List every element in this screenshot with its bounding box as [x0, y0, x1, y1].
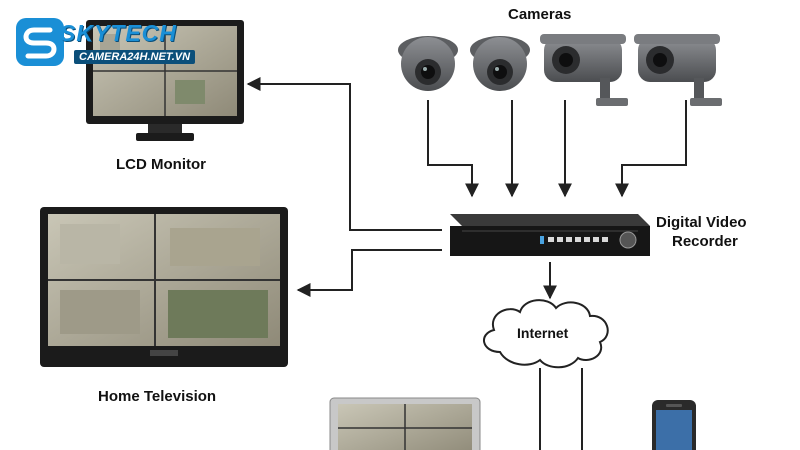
cloud-icon [483, 299, 609, 369]
arrow-camera1-to-dvr [427, 100, 479, 198]
arrow-dvr-to-tv [296, 249, 442, 297]
bullet-camera-icon [540, 34, 628, 106]
lcd-monitor-icon [86, 20, 244, 141]
smartphone-icon [652, 400, 696, 450]
brand-name: SKYTECH [60, 20, 177, 46]
brand-logo: SKYTECH CAMERA24H.NET.VN [14, 16, 196, 72]
television-icon [40, 207, 288, 367]
cameras-label: Cameras [508, 6, 572, 23]
logo-mark-icon [16, 18, 64, 66]
dome-camera-icon [470, 36, 530, 91]
arrow-camera4-to-dvr [615, 100, 687, 198]
dome-camera-icon [398, 36, 458, 91]
laptop-icon [329, 397, 481, 450]
brand-url: CAMERA24H.NET.VN [74, 50, 196, 64]
dvr-label-line2: Recorder [672, 233, 738, 250]
dvr-icon [450, 214, 650, 256]
bullet-camera-icon [634, 34, 722, 106]
arrow-dvr-to-monitor [246, 77, 442, 231]
connections [246, 77, 687, 450]
lcd-monitor-label: LCD Monitor [116, 156, 206, 173]
internet-label: Internet [517, 325, 569, 341]
home-television-label: Home Television [98, 388, 217, 405]
dvr-label-line1: Digital Video [656, 214, 747, 231]
